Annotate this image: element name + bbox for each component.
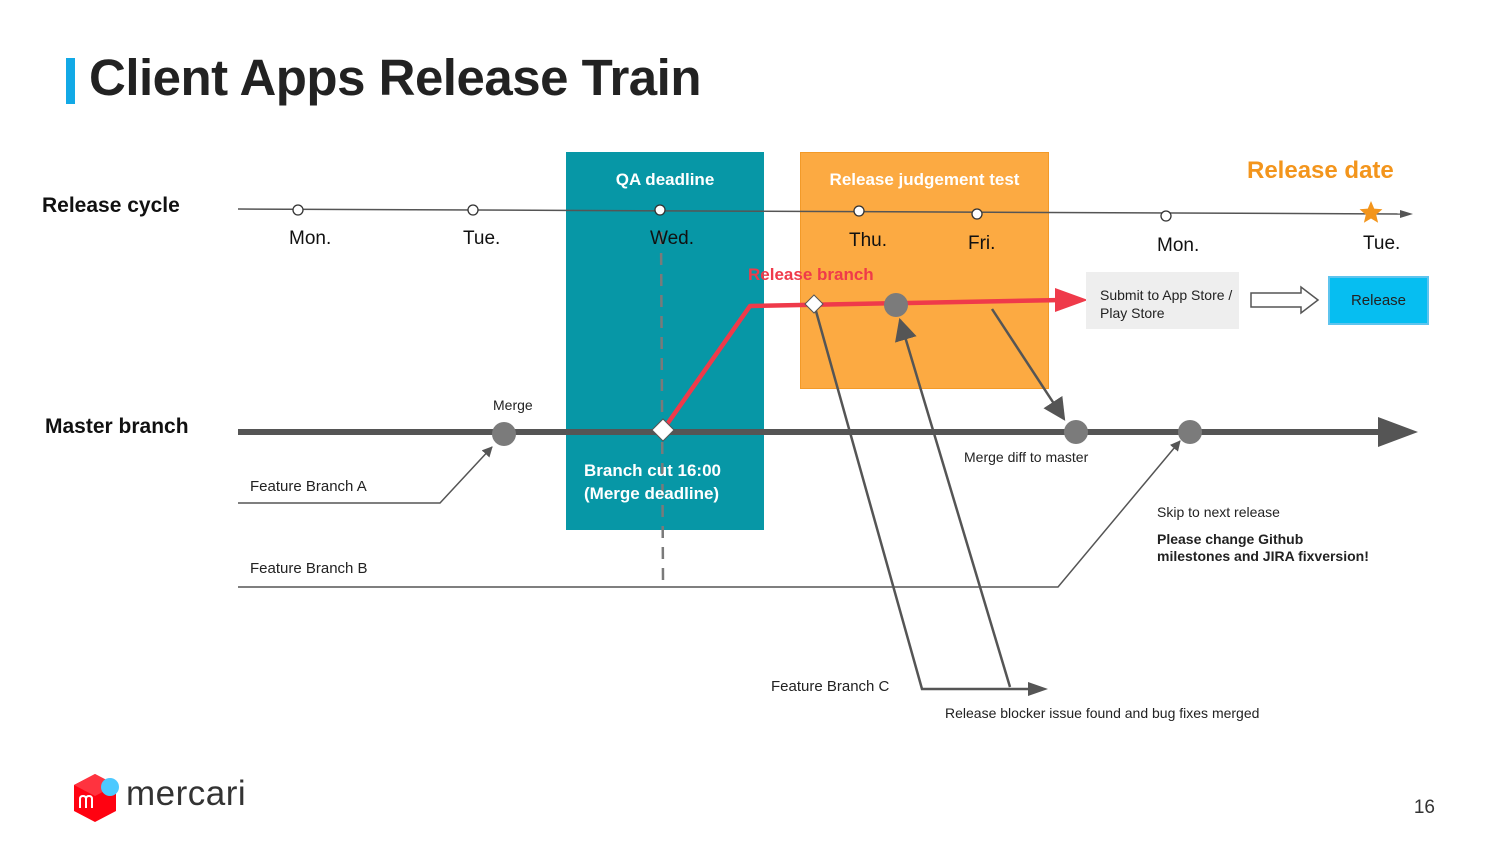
master-branch-arrowhead <box>1378 417 1418 447</box>
feature-branch-c-label: Feature Branch C <box>771 678 890 695</box>
timeline-node-mon <box>292 204 304 216</box>
feature-branch-a-line <box>238 446 493 504</box>
release-branch-label: Release branch <box>748 265 874 284</box>
merge-diff-arrow <box>990 308 1066 421</box>
feature-branch-c-line <box>812 303 1032 691</box>
release-cycle-line <box>237 208 1403 215</box>
skip-instruction-line1: Please change Github <box>1157 531 1304 547</box>
day-mon: Mon. <box>289 228 332 249</box>
page-number: 16 <box>1413 797 1435 818</box>
skip-next-release-label: Skip to next release <box>1157 504 1280 520</box>
timeline-node-thu <box>853 205 865 217</box>
branch-cut-dashed-line <box>659 231 665 581</box>
title-accent-bar <box>66 58 75 104</box>
submit-store-box: Submit to App Store / Play Store <box>1086 272 1239 329</box>
timeline-node-fri <box>971 208 983 220</box>
feature-branch-b-label: Feature Branch B <box>250 560 368 577</box>
release-judgement-label: Release judgement test <box>829 170 1020 189</box>
release-judgement-box: Release judgement test <box>800 152 1049 389</box>
day-mon-next: Mon. <box>1157 235 1200 256</box>
release-branch-diamond <box>804 294 824 314</box>
qa-deadline-label: QA deadline <box>615 170 715 189</box>
skip-node <box>1178 420 1202 444</box>
master-branch-label: Master branch <box>45 415 189 438</box>
feature-branch-a-label: Feature Branch A <box>250 478 367 495</box>
merge-diff-node <box>1064 420 1088 444</box>
release-blocker-label: Release blocker issue found and bug fixe… <box>945 705 1260 721</box>
day-fri: Fri. <box>968 233 996 254</box>
release-cycle-label: Release cycle <box>42 194 180 217</box>
merge-node-a <box>492 422 516 446</box>
branch-cut-diamond <box>651 418 675 442</box>
feature-branch-b-line <box>238 440 1181 588</box>
day-tue-next: Tue. <box>1363 233 1401 254</box>
release-date-label: Release date <box>1247 157 1394 184</box>
release-branch-fix-node <box>884 293 908 317</box>
timeline-node-wed <box>654 204 666 216</box>
timeline-node-mon2 <box>1160 210 1172 222</box>
skip-instruction-line2: milestones and JIRA fixversion! <box>1157 548 1369 564</box>
merge-deadline-label: (Merge deadline) <box>584 484 720 503</box>
mercari-logo-mark <box>74 774 119 822</box>
bug-fix-merge-arrow <box>895 317 1012 688</box>
mercari-logo-wordmark: mercari <box>126 774 247 813</box>
release-box: Release <box>1328 276 1429 325</box>
release-star-icon <box>1359 201 1383 223</box>
release-branch-line <box>661 297 1063 432</box>
day-thu: Thu. <box>849 230 888 251</box>
qa-deadline-box: QA deadline <box>566 152 764 530</box>
merge-diff-label: Merge diff to master <box>964 449 1089 465</box>
branch-cut-time-label: Branch cut 16:00 <box>584 461 721 480</box>
merge-label: Merge <box>493 397 533 413</box>
feature-branch-c-arrowhead <box>1028 682 1048 696</box>
timeline-node-tue <box>467 204 479 216</box>
day-tue: Tue. <box>463 228 501 249</box>
release-cycle-arrowhead <box>1400 210 1413 218</box>
release-branch-arrowhead <box>1055 288 1088 312</box>
day-wed: Wed. <box>650 228 695 249</box>
page-title: Client Apps Release Train <box>89 49 701 106</box>
submit-to-release-arrow <box>1250 285 1320 315</box>
